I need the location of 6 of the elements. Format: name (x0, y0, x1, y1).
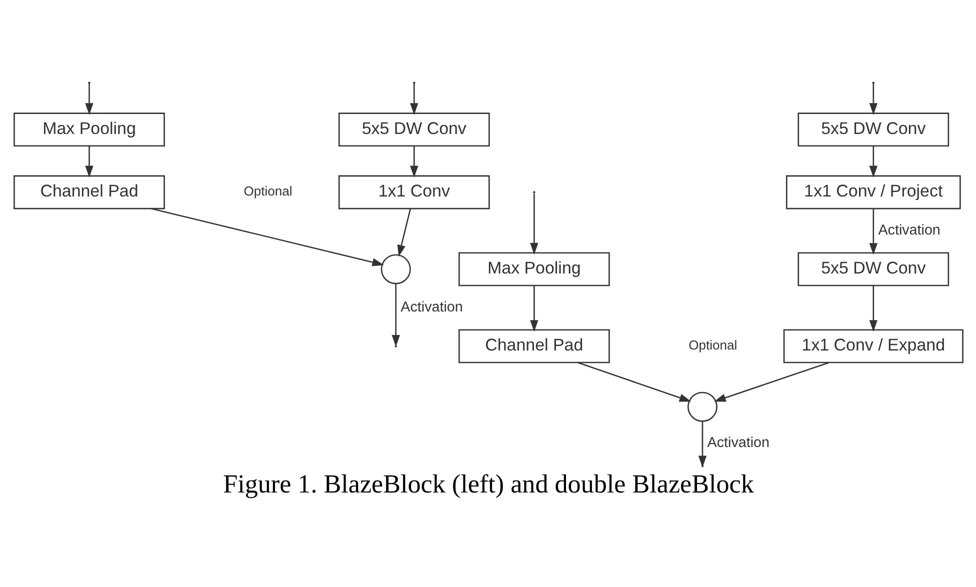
edge-label: Activation (878, 222, 940, 238)
label: Optional (243, 182, 292, 198)
edge-label: Activation (400, 298, 462, 315)
caption: Figure 1. BlazeBlock (left) and double BlazeBlock (222, 469, 754, 498)
label: Optional (688, 336, 737, 352)
edge-label: Activation (706, 434, 769, 451)
